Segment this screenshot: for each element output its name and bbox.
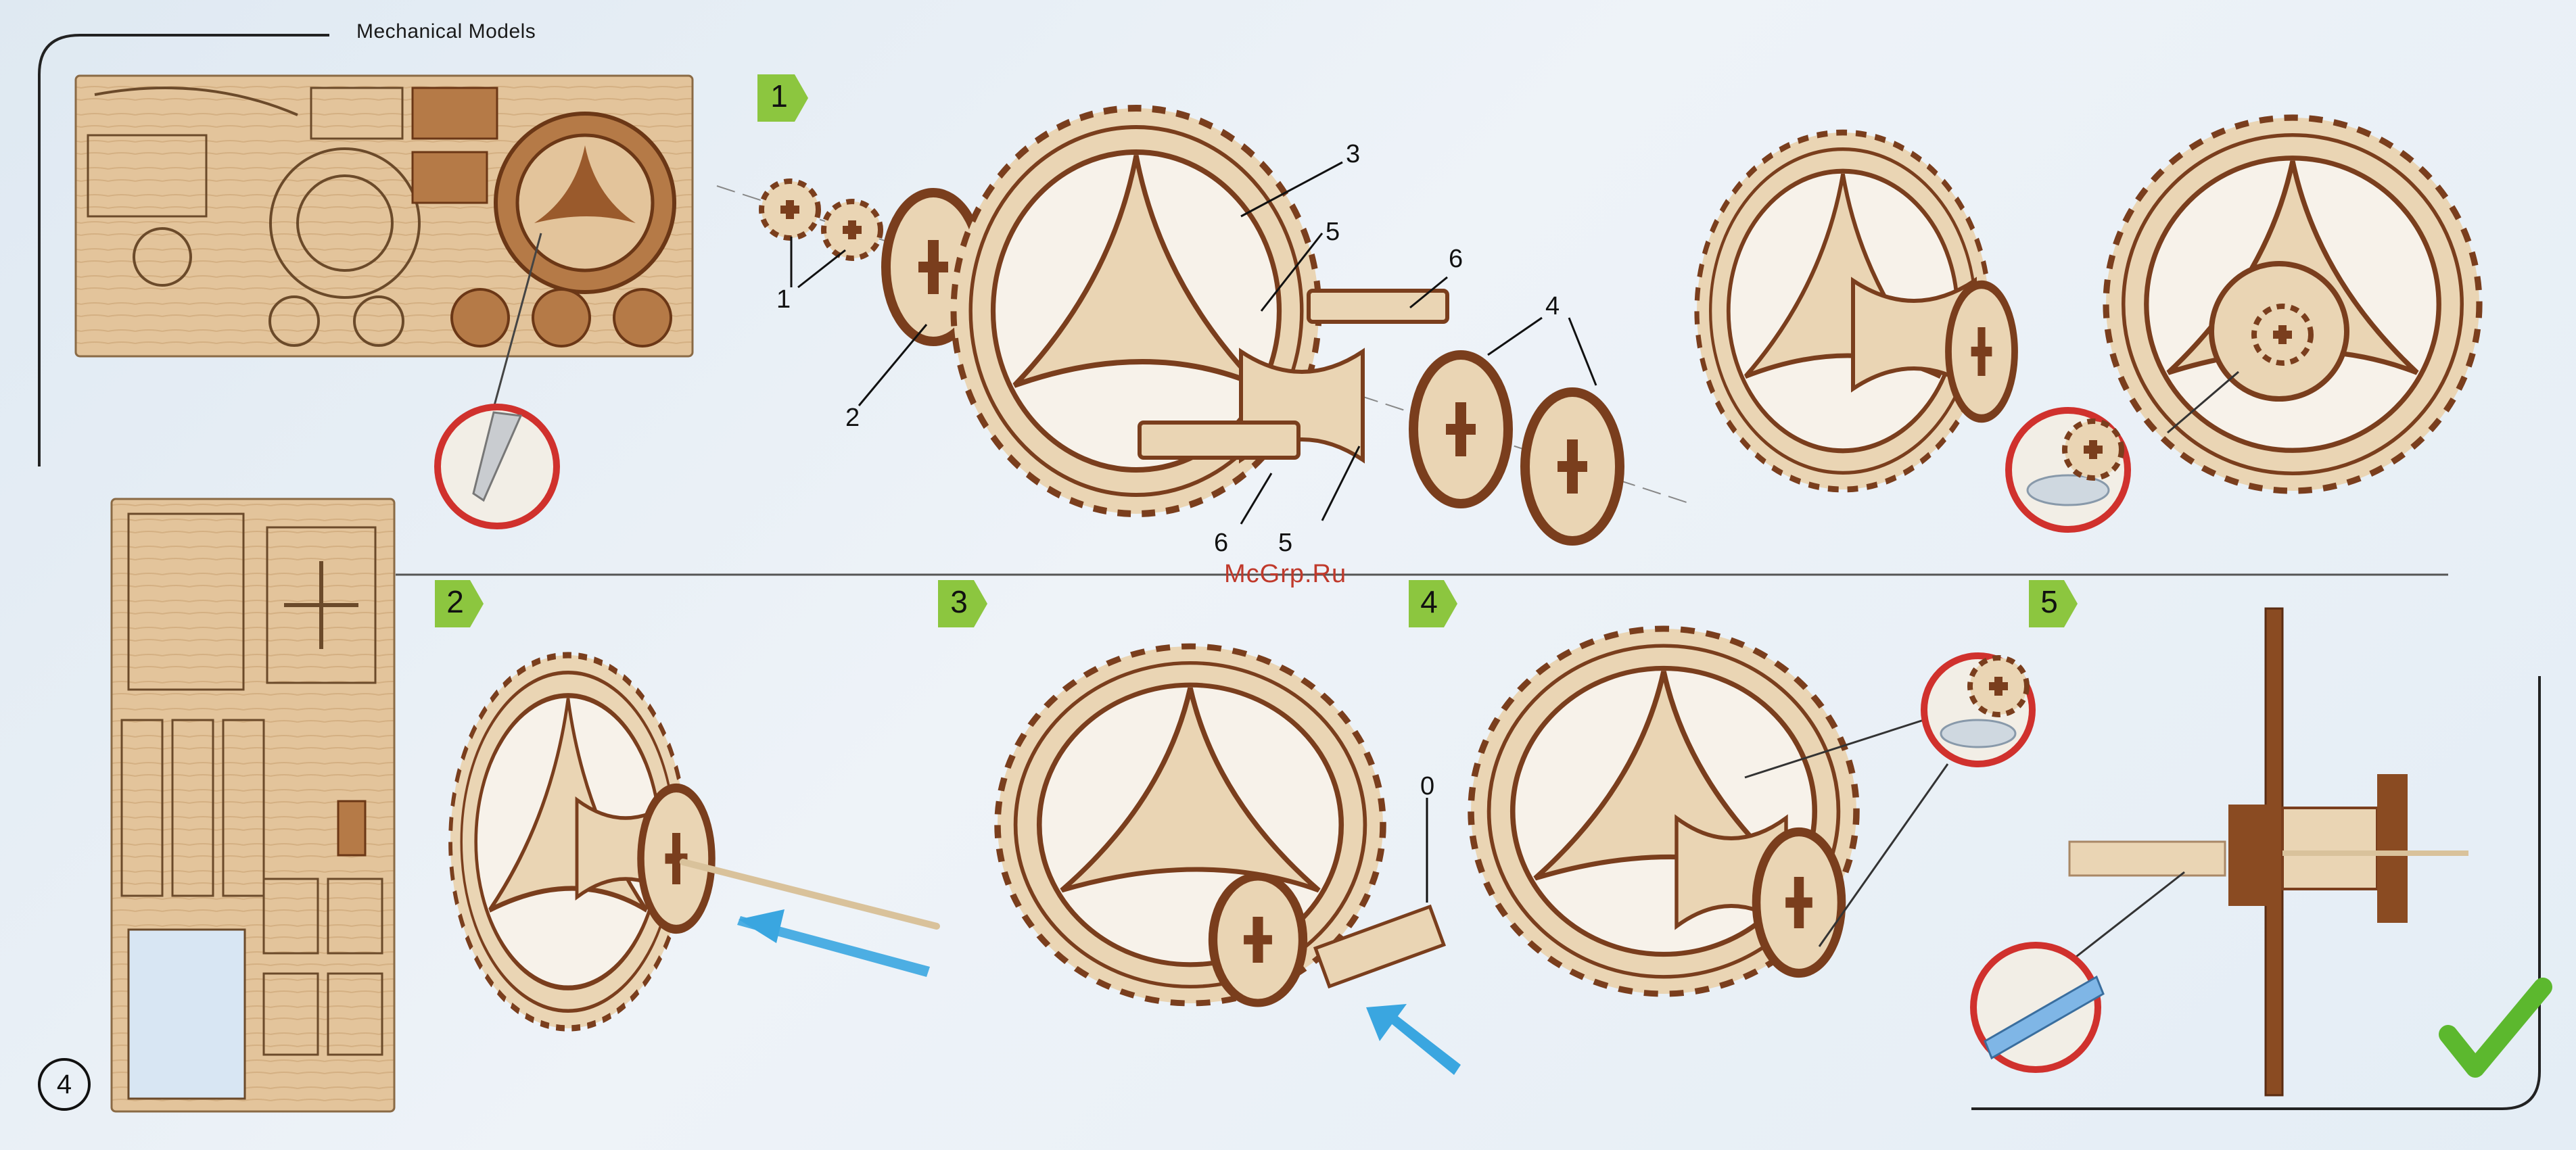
callout-5b: 5 xyxy=(1278,529,1292,557)
plywood-sheet-1 xyxy=(76,76,693,433)
callout-1b: 1 xyxy=(784,285,799,314)
glue-pot-icon xyxy=(2009,410,2128,529)
step1-exploded-view xyxy=(717,108,1691,541)
svg-text:5: 5 xyxy=(2040,584,2058,619)
step-badge-3: 3 xyxy=(938,580,987,627)
callout-0: 0 xyxy=(1420,772,1434,800)
step5-final-check xyxy=(2069,608,2468,1095)
checkmark-icon xyxy=(2448,987,2543,1068)
glue-pot-icon xyxy=(1924,656,2032,764)
step4-glue-axle xyxy=(1471,629,1948,994)
step-badge-5: 5 xyxy=(2029,580,2078,627)
callout-2: 2 xyxy=(845,404,860,432)
callout-3: 3 xyxy=(1346,140,1360,168)
step-badge-4: 4 xyxy=(1409,580,1457,627)
step-badge-2: 2 xyxy=(435,580,484,627)
ruler-icon xyxy=(1973,945,2103,1070)
step2-axle-insert xyxy=(450,655,937,1028)
plywood-sheet-2 xyxy=(112,499,394,1111)
svg-text:1: 1 xyxy=(770,78,788,114)
callout-6a: 6 xyxy=(1449,245,1463,273)
step-badge-1: 1 xyxy=(757,74,808,122)
svg-text:2: 2 xyxy=(446,584,464,619)
step1-assembled-front-view xyxy=(2106,118,2479,491)
page-number: 4 xyxy=(38,1058,91,1111)
callout-6b: 6 xyxy=(1214,529,1228,557)
svg-text:4: 4 xyxy=(1420,584,1438,619)
craft-knife-icon xyxy=(438,407,557,526)
watermark: McGrp.Ru xyxy=(1224,560,1346,589)
callout-5a: 5 xyxy=(1326,218,1340,246)
callout-4b: 4 xyxy=(1555,292,1570,320)
svg-text:3: 3 xyxy=(950,584,968,619)
step3-tool-insert xyxy=(998,646,1461,1075)
step1-assembled-side-view xyxy=(1697,133,2015,489)
